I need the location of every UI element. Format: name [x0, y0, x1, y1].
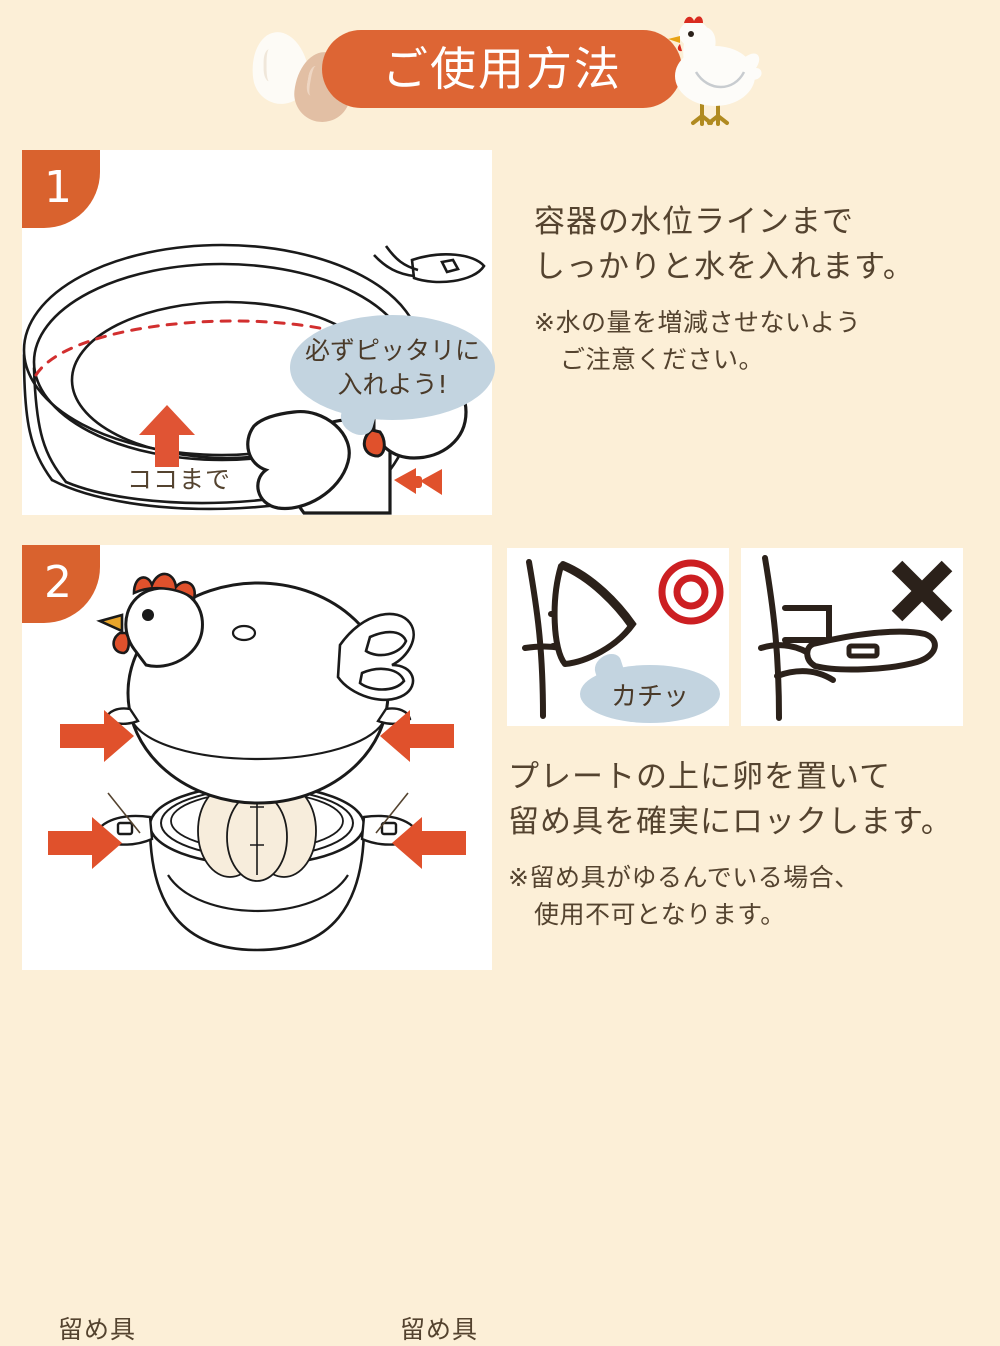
- bubble-line-2: 入れよう!: [337, 369, 448, 399]
- step-2-illustration-panel: 留め具 留め具 2: [22, 545, 492, 1344]
- step-1-main-line-1: 容器の水位ラインまで: [534, 204, 854, 240]
- step-1-note-line-1: ※水の量を増減させないよう: [534, 307, 861, 337]
- locked-clasp-illustration: [522, 559, 637, 719]
- clip-label-right: 留め具: [400, 1315, 479, 1344]
- bubble-line-1: 必ずピッタリに: [304, 335, 480, 365]
- step-1-illustration-panel: 必ずピッタリに 入れよう! ココまで 1: [22, 150, 495, 515]
- step-1-note-line-2: ご注意ください。: [560, 345, 765, 375]
- left-arrow-icon-bottom-right: [392, 817, 466, 869]
- up-arrow-icon: [139, 405, 195, 467]
- chicken-mascot-icon: [652, 6, 782, 136]
- header: ご使用方法: [0, 0, 1000, 150]
- speech-bubble-fit: 必ずピッタリに 入れよう!: [290, 315, 495, 439]
- clasp-unlocked-ng-panel: [741, 548, 963, 726]
- step-1-main-line-2: しっかりと水を入れます。: [534, 248, 915, 285]
- clip-label-left: 留め具: [58, 1315, 137, 1344]
- click-sound-label: カチッ: [610, 681, 689, 712]
- step-1-main: 容器の水位ラインまで しっかりと水を入れます。: [534, 200, 984, 290]
- step-2-main-line-1: プレートの上に卵を置いて: [508, 759, 892, 795]
- arrow-label-koko: ココまで: [127, 465, 232, 494]
- step-2-note-line-1: ※留め具がゆるんでいる場合、: [508, 862, 860, 892]
- unlocked-clasp-illustration: [758, 555, 938, 721]
- step-2-note-line-2: 使用不可となります。: [534, 900, 786, 930]
- circle-ok-icon: [658, 559, 724, 625]
- step-2-main: プレートの上に卵を置いて 留め具を確実にロックします。: [508, 755, 988, 845]
- page-title: ご使用方法: [382, 42, 622, 96]
- right-arrow-icon-bottom-left: [48, 817, 122, 869]
- step-2-note: ※留め具がゆるんでいる場合、 使用不可となります。: [508, 859, 988, 934]
- right-arrow-icon-top-left: [60, 710, 134, 762]
- step-2-main-line-2: 留め具を確実にロックします。: [508, 803, 953, 840]
- egg-highlight: [263, 49, 278, 82]
- click-sound-bubble: カチッ: [580, 651, 720, 723]
- header-banner: [322, 30, 682, 108]
- step-1-note: ※水の量を増減させないよう ご注意ください。: [534, 304, 984, 379]
- left-arrow-icon-top-right: [380, 710, 454, 762]
- clasp-locked-ok-panel: カチッ: [507, 548, 729, 726]
- step-2-text: プレートの上に卵を置いて 留め具を確実にロックします。 ※留め具がゆるんでいる場…: [508, 755, 988, 934]
- step-1-text: 容器の水位ラインまで しっかりと水を入れます。 ※水の量を増減させないよう ご注…: [534, 200, 984, 379]
- egg-cooker-illustration: [94, 572, 420, 952]
- cross-ng-icon: [891, 560, 953, 622]
